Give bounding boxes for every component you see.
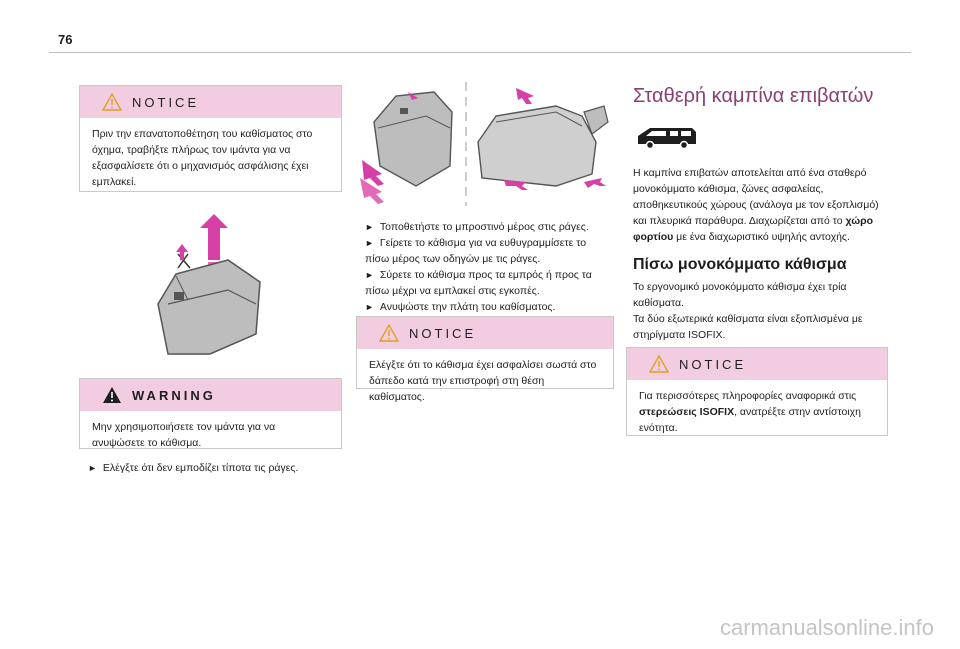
notice-header-2: NOTICE — [357, 317, 613, 349]
bullet-arrow-icon: ► — [365, 222, 374, 232]
notice-title-1: NOTICE — [132, 94, 200, 110]
notice-box-1: NOTICE Πριν την επανατοποθέτηση του καθί… — [79, 85, 342, 192]
notice-header-3: NOTICE — [627, 348, 887, 380]
warning-box: WARNING Μην χρησιμοποιήσετε τον ιμάντα γ… — [79, 378, 342, 449]
bullet-arrow-icon: ► — [365, 238, 374, 248]
warning-triangle-icon — [379, 324, 399, 342]
warning-triangle-icon — [649, 355, 669, 373]
top-rule — [49, 52, 911, 53]
col2-bullet-3: ►Σύρετε το κάθισμα προς τα εμπρός ή προς… — [365, 269, 592, 297]
warning-header: WARNING — [80, 379, 341, 411]
van-icon — [638, 128, 696, 150]
notice-box-2: NOTICE Ελέγξτε ότι το κάθισμα έχει ασφαλ… — [356, 316, 614, 403]
notice-text-1: Πριν την επανατοποθέτηση του καθίσματος … — [92, 128, 313, 188]
col2-bullet-2: ►Γείρετε το κάθισμα για να ευθυγραμμίσετ… — [365, 237, 587, 265]
subsection-text: Το εργονομικό μονοκόμματο κάθισμα έχει τ… — [633, 279, 883, 343]
cargo-area-term: χώρο φορτίου — [633, 215, 874, 243]
notice-text-3: Για περισσότερες πληροφορίες αναφορικά σ… — [639, 390, 862, 434]
col2-bullets: ►Τοποθετήστε το μπροστινό μέρος στις ράγ… — [365, 219, 610, 315]
warning-title: WARNING — [132, 387, 216, 403]
col1-bullet: ► Ελέγξτε ότι δεν εμποδίζει τίποτα τις ρά… — [88, 460, 348, 476]
notice-box-3: NOTICE Για περισσότερες πληροφορίες αναφ… — [626, 347, 888, 436]
isofix-link-term: στερεώσεις ISOFIX — [639, 406, 735, 418]
subsection-text-2: Τα δύο εξωτερικά καθίσματα είναι εξοπλισ… — [633, 313, 863, 341]
seat-side-view-left — [360, 91, 453, 204]
section-title: Σταθερή καμπίνα επιβατών — [633, 85, 874, 107]
bullet-arrow-icon: ► — [88, 463, 97, 473]
notice-header-1: NOTICE — [80, 86, 341, 118]
warning-triangle-icon — [102, 93, 122, 111]
notice-text-2: Ελέγξτε ότι το κάθισμα έχει ασφαλίσει σω… — [369, 359, 597, 403]
col1-bullet-text: Ελέγξτε ότι δεν εμποδίζει τίποτα τις ράγ… — [102, 462, 299, 474]
bullet-arrow-icon: ► — [365, 270, 374, 280]
notice-title-3: NOTICE — [679, 356, 747, 372]
warning-text: Μην χρησιμοποιήσετε τον ιμάντα για να αν… — [92, 421, 276, 449]
intro-paragraph: Η καμπίνα επιβατών αποτελείται από ένα σ… — [633, 167, 879, 243]
seat-rail-illustration — [360, 82, 609, 206]
watermark: carmanualsonline.info — [719, 615, 934, 640]
page-number: 76 — [58, 32, 73, 47]
subsection-title: Πίσω μονοκόμματο κάθισμα — [633, 256, 847, 273]
notice-title-2: NOTICE — [409, 325, 477, 341]
subsection-text-1: Το εργονομικό μονοκόμματο κάθισμα έχει τ… — [633, 281, 847, 309]
bullet-arrow-icon: ► — [365, 302, 374, 312]
col2-bullet-1: ►Τοποθετήστε το μπροστινό μέρος στις ράγ… — [365, 221, 589, 233]
seat-side-view-right — [477, 88, 609, 190]
seat-lift-illustration — [157, 214, 261, 355]
col2-bullet-4: ►Ανυψώστε την πλάτη του καθίσματος. — [365, 301, 556, 313]
warning-triangle-icon — [103, 387, 121, 403]
